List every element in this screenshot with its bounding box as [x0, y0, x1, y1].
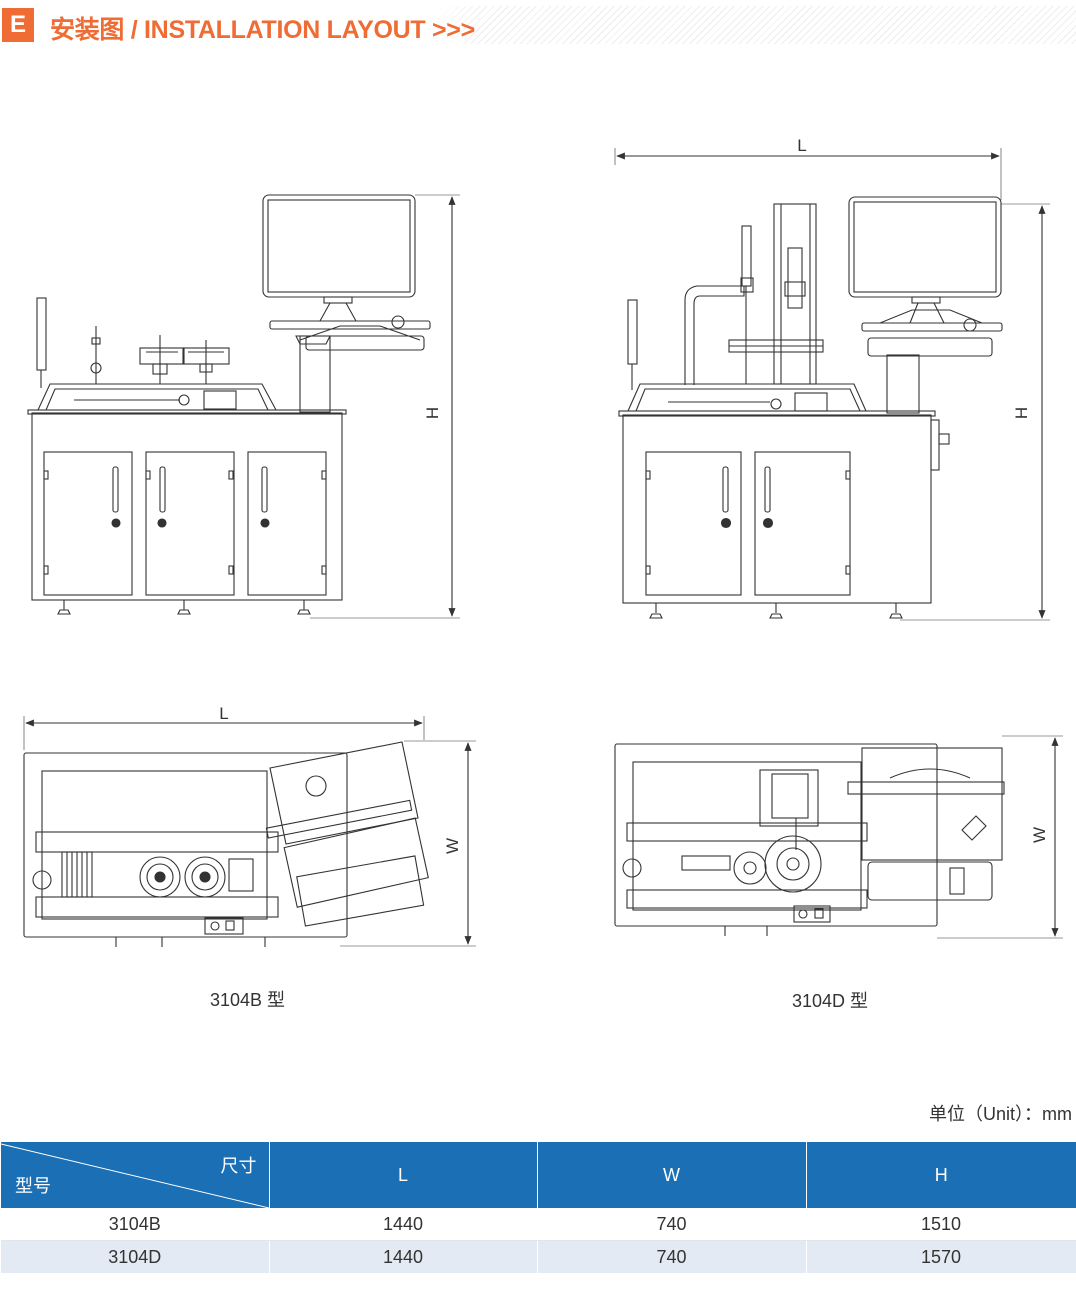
dimension-h-left	[310, 194, 460, 619]
corner-top-label: 尺寸	[220, 1156, 257, 1176]
section-header: 安装图 / INSTALLATION LAYOUT >>> E	[0, 0, 1076, 50]
dim-l-label-left: L	[219, 704, 228, 723]
top-view-3104d	[614, 743, 1005, 936]
cell-h: 1570	[806, 1240, 1076, 1273]
cell-w: 740	[537, 1208, 807, 1241]
column-header-w: W	[537, 1142, 807, 1208]
column-header-h: H	[806, 1142, 1076, 1208]
cell-l: 1440	[269, 1240, 538, 1273]
dimension-w-right	[937, 735, 1063, 939]
dimension-lw-left	[23, 716, 476, 947]
installation-drawings: H L H L W W	[23, 136, 1063, 947]
dim-h-label-right: H	[1012, 407, 1031, 419]
cell-w: 740	[537, 1240, 807, 1273]
corner-header: 尺寸 型号	[1, 1142, 270, 1208]
section-title: 安装图 / INSTALLATION LAYOUT >>>	[50, 16, 475, 44]
header-title-area: 安装图 / INSTALLATION LAYOUT >>>	[0, 6, 476, 44]
caption-3104b: 3104B 型	[210, 990, 286, 1010]
section-badge: E	[2, 8, 34, 42]
cell-h: 1510	[806, 1208, 1076, 1241]
dim-w-label-left: W	[443, 838, 462, 854]
column-header-l: L	[269, 1142, 538, 1208]
spec-table: 尺寸 型号 L W H 3104B 1440 740 1510 3104D 14…	[1, 1142, 1076, 1273]
cell-l: 1440	[269, 1208, 538, 1241]
dim-l-label-right: L	[797, 136, 806, 155]
cell-model: 3104D	[1, 1240, 270, 1273]
dimension-lh-right	[614, 148, 1050, 621]
spec-table-header: 尺寸 型号 L W H	[1, 1142, 1076, 1208]
dim-w-label-right: W	[1030, 827, 1049, 843]
table-row: 3104D 1440 740 1570	[1, 1240, 1076, 1273]
top-view-3104b	[23, 741, 429, 947]
corner-diagonal	[1, 1143, 269, 1208]
caption-3104d: 3104D 型	[792, 991, 869, 1011]
table-row: 3104B 1440 740 1510	[1, 1208, 1076, 1241]
corner-bottom-label: 型号	[15, 1176, 51, 1196]
front-view-3104d	[618, 196, 1003, 619]
unit-note: 单位（Unit）：mm	[929, 1104, 1072, 1124]
cell-model: 3104B	[1, 1208, 270, 1241]
dim-h-label-left: H	[423, 407, 442, 419]
front-view-3104b	[27, 194, 431, 615]
